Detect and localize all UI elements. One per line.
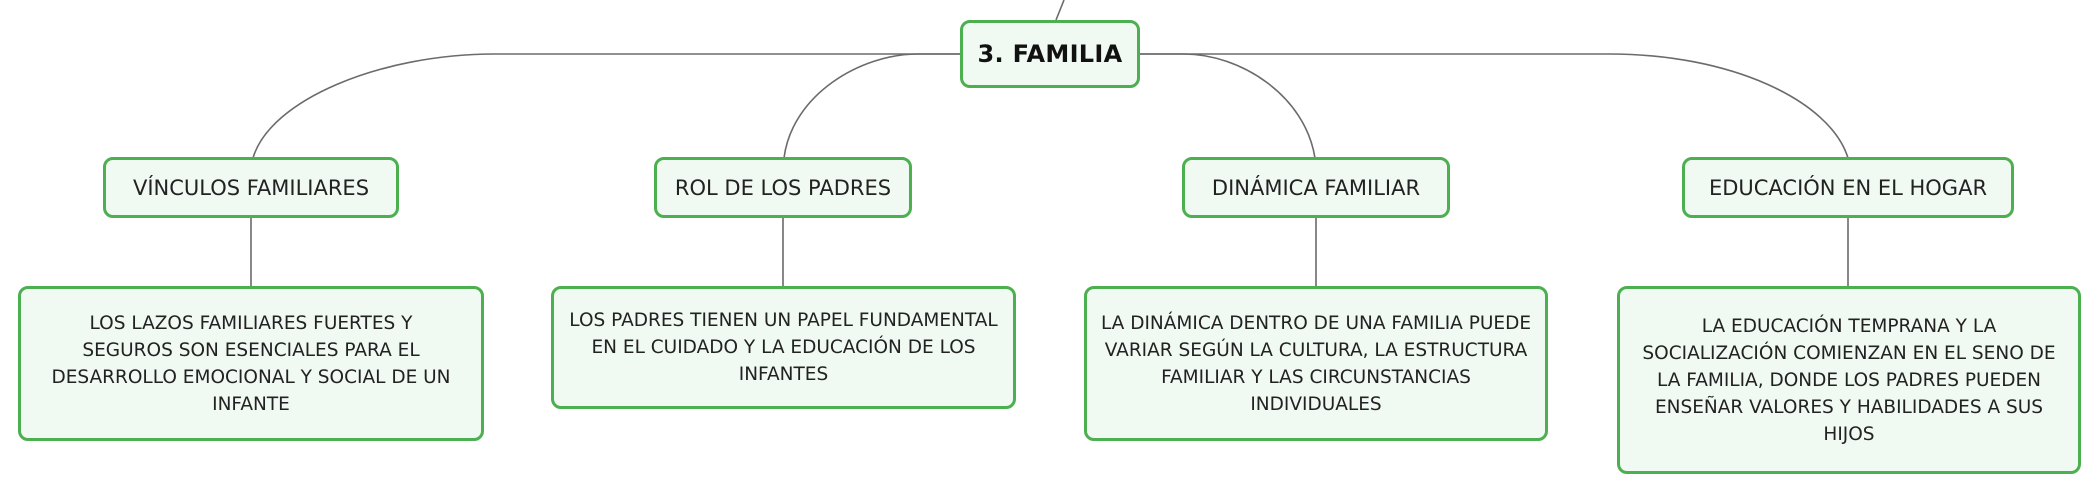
branch-label: EDUCACIÓN EN EL HOGAR: [1708, 175, 1988, 200]
detail-text: LA DINÁMICA DENTRO DE UNA FAMILIA PUEDE …: [1100, 312, 1532, 415]
detail-text: LA EDUCACIÓN TEMPRANA Y LA SOCIALIZACIÓN…: [1642, 315, 2056, 445]
detail-text: LOS LAZOS FAMILIARES FUERTES Y SEGUROS S…: [51, 312, 451, 415]
central-topic-label: 3. FAMILIA: [977, 40, 1123, 68]
detail-node-vinculos[interactable]: LOS LAZOS FAMILIARES FUERTES Y SEGUROS S…: [18, 286, 484, 441]
detail-text: LOS PADRES TIENEN UN PAPEL FUNDAMENTAL E…: [569, 310, 998, 385]
detail-node-dinamica[interactable]: LA DINÁMICA DENTRO DE UNA FAMILIA PUEDE …: [1084, 286, 1548, 441]
detail-node-rol-padres[interactable]: LOS PADRES TIENEN UN PAPEL FUNDAMENTAL E…: [551, 286, 1016, 409]
branch-node-vinculos[interactable]: VÍNCULOS FAMILIARES: [103, 157, 399, 218]
branch-label: ROL DE LOS PADRES: [674, 175, 892, 200]
branch-label: VÍNCULOS FAMILIARES: [132, 175, 370, 200]
detail-node-educacion-hogar[interactable]: LA EDUCACIÓN TEMPRANA Y LA SOCIALIZACIÓN…: [1617, 286, 2081, 474]
connector-branch-1: [252, 53, 963, 159]
connector-branch-3: [1138, 53, 1316, 159]
connector-parent: [1055, 0, 1065, 21]
connector-branch-2: [783, 53, 963, 159]
connector-branch-4: [1138, 53, 1849, 159]
branch-node-dinamica[interactable]: DINÁMICA FAMILIAR: [1182, 157, 1450, 218]
branch-label: DINÁMICA FAMILIAR: [1211, 175, 1421, 200]
central-topic-node[interactable]: 3. FAMILIA: [960, 20, 1140, 88]
branch-node-educacion-hogar[interactable]: EDUCACIÓN EN EL HOGAR: [1682, 157, 2014, 218]
branch-node-rol-padres[interactable]: ROL DE LOS PADRES: [654, 157, 912, 218]
